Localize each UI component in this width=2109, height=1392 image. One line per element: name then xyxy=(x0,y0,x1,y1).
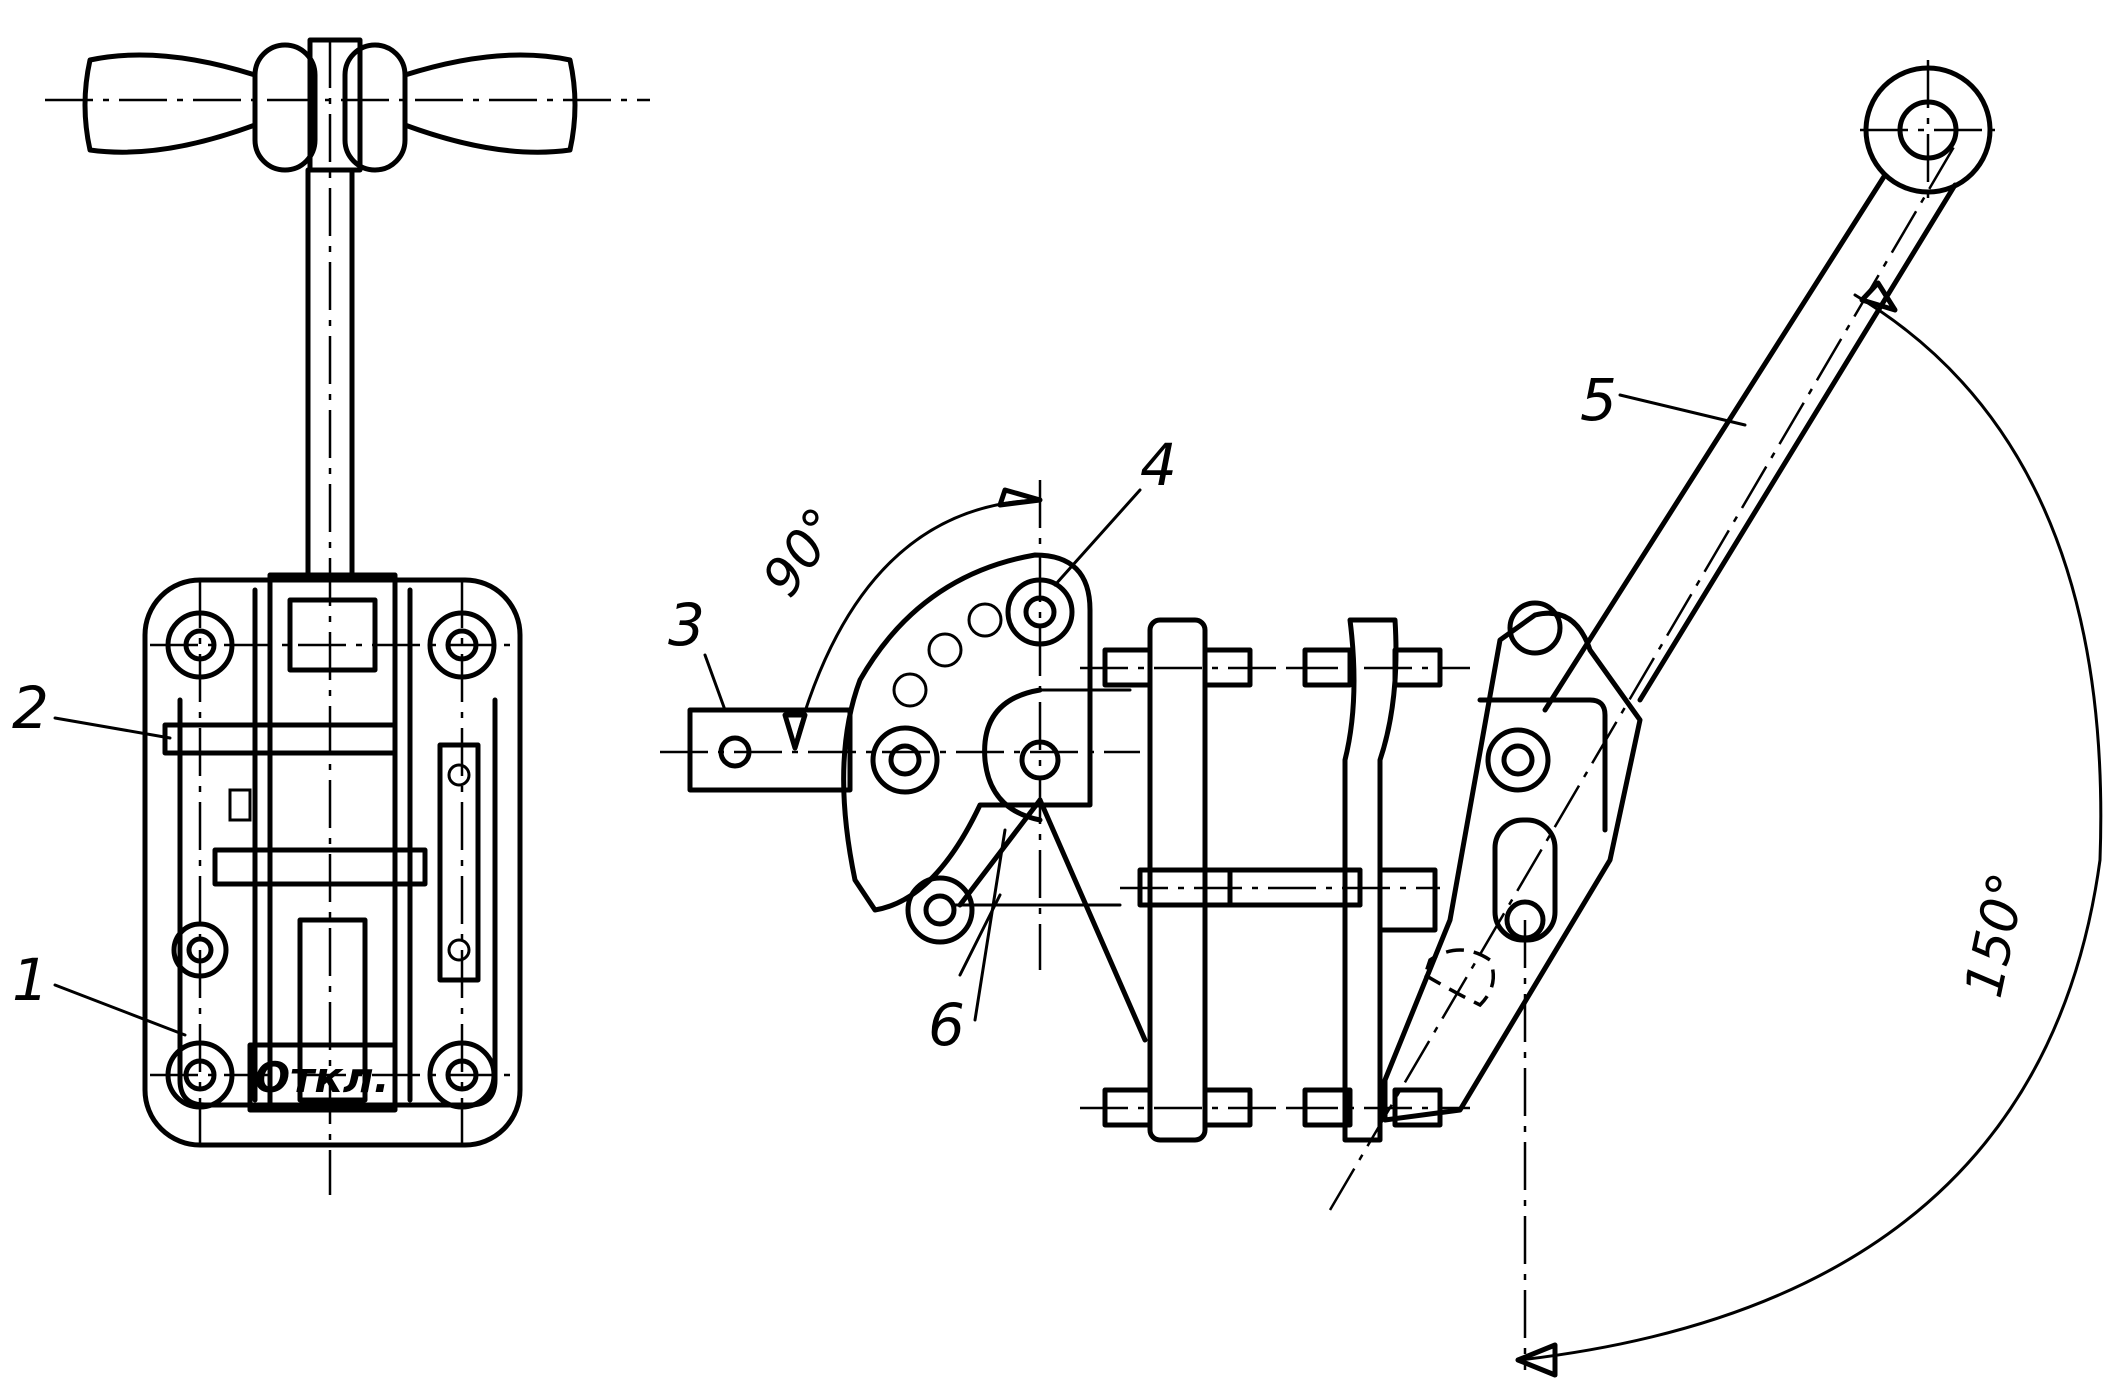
bracket-b xyxy=(1342,617,1399,1143)
leader-4 xyxy=(1053,488,1142,587)
label-part-4: 4 xyxy=(1140,431,1177,499)
label-part-2: 2 xyxy=(12,674,49,742)
base-plate xyxy=(142,577,523,1148)
leader-1 xyxy=(53,983,187,1037)
t-handle xyxy=(45,37,650,173)
leader-5 xyxy=(1618,393,1747,427)
leader-3 xyxy=(703,653,727,712)
side-view xyxy=(660,480,1470,1143)
off-plate-text: Откл. xyxy=(254,1053,389,1102)
angle-label-90: 90° xyxy=(751,498,853,608)
bracket-a xyxy=(1147,617,1208,1143)
label-part-5: 5 xyxy=(1580,366,1617,434)
pin-part-2 xyxy=(162,722,398,756)
label-part-3: 3 xyxy=(668,591,705,659)
lever-part-3 xyxy=(687,707,853,793)
label-part-6: 6 xyxy=(928,991,965,1059)
label-part-1: 1 xyxy=(12,946,49,1014)
sector-plate xyxy=(841,552,1093,913)
contact-strip xyxy=(437,742,481,983)
corner-bolts xyxy=(150,580,520,1150)
angle-label-150: 150° xyxy=(1954,868,2039,1003)
sector-holes xyxy=(870,577,1075,945)
leader-2 xyxy=(53,716,172,740)
angle-arc-150 xyxy=(1518,293,2103,1362)
handle-lever xyxy=(1328,60,1995,1370)
link-part-6 xyxy=(1037,797,1148,1043)
angle-arc-90 xyxy=(793,498,1042,747)
front-view: Откл. xyxy=(45,37,650,1195)
off-plate xyxy=(247,1042,398,1113)
lever-base xyxy=(1382,610,1643,1123)
hinge-block xyxy=(267,572,398,1108)
leader-6 xyxy=(958,893,1002,977)
